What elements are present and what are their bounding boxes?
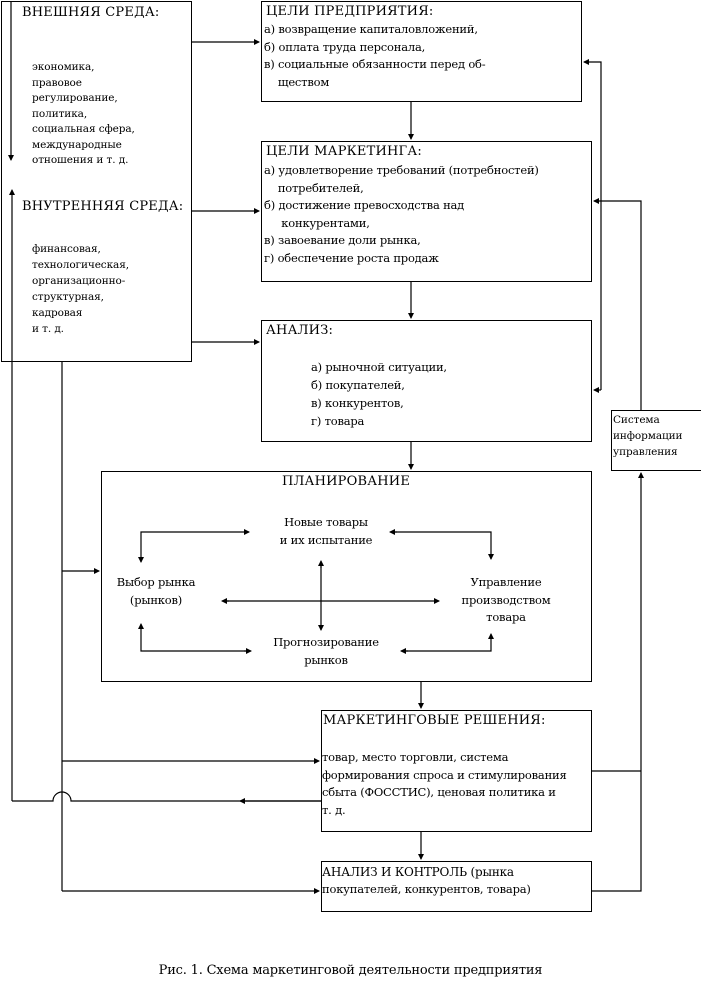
planning-production-mgmt: товара xyxy=(486,610,526,624)
marketing-decisions-line: т. д. xyxy=(322,803,346,817)
marketing-goals-line: б) достижение превосходства над xyxy=(264,198,465,212)
analysis-control-box xyxy=(321,861,592,912)
planning-market-choice: Выбор рынка xyxy=(116,575,196,589)
marketing-goals-title: ЦЕЛИ МАРКЕТИНГА: xyxy=(266,144,422,159)
external-env-item: международные xyxy=(32,138,122,151)
marketing-decisions-box xyxy=(321,710,592,832)
marketing-decisions-title: МАРКЕТИНГОВЫЕ РЕШЕНИЯ: xyxy=(323,713,546,728)
analysis-control-line: покупателей, конкурентов, товара) xyxy=(322,882,531,896)
internal-env-item: структурная, xyxy=(32,291,104,303)
analysis-line: г) товара xyxy=(311,414,365,428)
arrow-market-to-new-products xyxy=(140,529,250,560)
internal-env-item: организационно- xyxy=(32,275,126,287)
planning-production-mgmt: производством xyxy=(461,593,551,607)
planning-production-mgmt: Управление xyxy=(470,575,542,589)
planning-new-products: Новые товары xyxy=(284,515,368,529)
marketing-goals-line: потребителей, xyxy=(264,180,364,195)
planning-market-choice: (рынков) xyxy=(129,593,183,607)
figure-caption: Рис. 1. Схема маркетинговой деятельности… xyxy=(158,963,543,978)
planning-forecasting: рынков xyxy=(304,653,348,667)
marketing-goals-line: конкурентами, xyxy=(264,215,370,230)
planning-box xyxy=(101,471,592,682)
internal-env-item: финансовая, xyxy=(32,243,101,255)
external-env-item: регулирование, xyxy=(32,92,118,104)
enterprise-goals-line: в) социальные обязанности перед об- xyxy=(264,57,486,71)
marketing-goals-line: г) обеспечение роста продаж xyxy=(264,250,439,265)
external-env-item: отношения и т. д. xyxy=(32,154,129,166)
enterprise-goals-box xyxy=(261,1,582,102)
planning-new-products: и их испытание xyxy=(279,533,373,547)
info-system-line: информации xyxy=(613,430,683,442)
marketing-decisions-line: товар, место торговли, система xyxy=(322,750,509,764)
external-env-item: политика, xyxy=(32,107,88,120)
marketing-goals-box xyxy=(261,141,592,282)
external-env-title: ВНЕШНЯЯ СРЕДА: xyxy=(22,5,160,20)
arrow-feedback-to-enterprise-goals xyxy=(583,59,602,390)
environment-box xyxy=(1,1,192,362)
analysis-title: АНАЛИЗ: xyxy=(266,323,334,338)
arrow-new-products-to-production xyxy=(392,531,494,560)
analysis-control-line: АНАЛИЗ И КОНТРОЛЬ (рынка xyxy=(322,865,514,879)
enterprise-goals-line: а) возвращение капиталовложений, xyxy=(264,22,478,36)
internal-env-item: и т. д. xyxy=(32,323,64,335)
arrow-control-to-info xyxy=(592,472,644,892)
analysis-line: а) рыночной ситуации, xyxy=(311,360,447,374)
marketing-goals-line: в) завоевание доли рынка, xyxy=(264,233,421,247)
planning-title: ПЛАНИРОВАНИЕ xyxy=(281,474,411,489)
info-system-box xyxy=(611,410,701,471)
internal-env-item: кадровая xyxy=(32,307,83,319)
arrow-info-to-marketing-goals xyxy=(593,198,642,410)
marketing-decisions-line: сбыта (ФОССТИС), ценовая политика и xyxy=(322,785,556,799)
arrow-forecast-to-production xyxy=(403,633,494,652)
internal-env-item: технологическая, xyxy=(32,259,129,271)
marketing-decisions-line: формирования спроса и стимулирования xyxy=(322,768,567,782)
analysis-box xyxy=(261,320,592,442)
arrow-forecast-to-market xyxy=(138,623,249,652)
line-decisions-feedback-left xyxy=(12,791,321,802)
planning-forecasting: Прогнозирование xyxy=(273,635,379,649)
enterprise-goals-line: ществом xyxy=(264,74,330,89)
enterprise-goals-title: ЦЕЛИ ПРЕДПРИЯТИЯ: xyxy=(266,4,434,19)
info-system-line: Система xyxy=(613,414,660,426)
marketing-goals-line: а) удовлетворение требований (потребност… xyxy=(264,163,539,177)
external-env-item: экономика, xyxy=(32,61,95,73)
info-system-line: управления xyxy=(613,446,678,458)
external-env-item: правовое xyxy=(32,76,82,89)
analysis-line: в) конкурентов, xyxy=(311,396,404,410)
enterprise-goals-line: б) оплата труда персонала, xyxy=(264,39,426,54)
internal-env-title: ВНУТРЕННЯЯ СРЕДА: xyxy=(22,199,184,214)
external-env-item: социальная сфера, xyxy=(32,123,135,135)
analysis-line: б) покупателей, xyxy=(311,378,405,392)
